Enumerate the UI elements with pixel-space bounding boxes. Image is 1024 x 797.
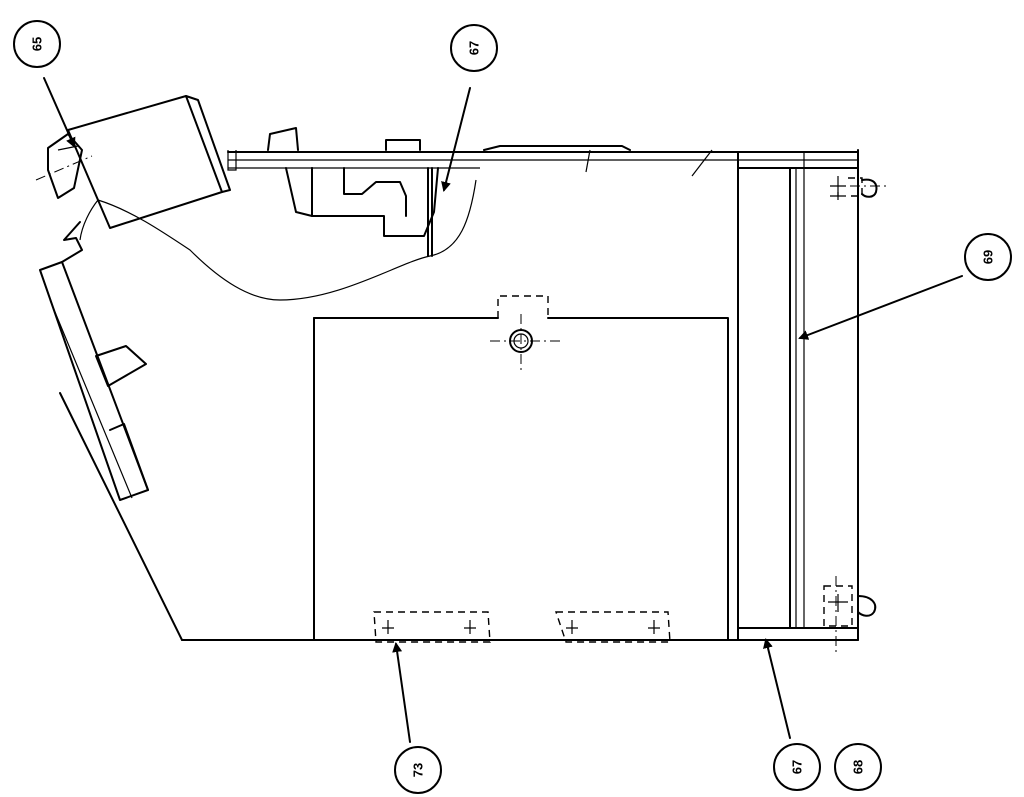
- front-panel: [39, 221, 149, 501]
- leader-73: [392, 642, 411, 743]
- leader-67-bottom: [763, 638, 791, 739]
- callout-67-bottom: 67: [773, 743, 821, 791]
- callout-73-label: 73: [411, 763, 426, 777]
- bottom-hinges: [373, 611, 671, 643]
- side-channel: [737, 151, 890, 652]
- leader-69: [798, 275, 963, 340]
- callout-73: 73: [394, 746, 442, 794]
- callout-65-label: 65: [30, 37, 45, 51]
- housing-outline: [59, 149, 859, 641]
- callout-67-bottom-label: 67: [790, 760, 805, 774]
- callout-68: 68: [834, 743, 882, 791]
- callout-69-label: 69: [981, 250, 996, 264]
- callout-69: 69: [964, 233, 1012, 281]
- callout-68-label: 68: [851, 760, 866, 774]
- leader-arrows: [43, 77, 963, 743]
- rail-hardware: [227, 127, 713, 257]
- callout-65: 65: [13, 20, 61, 68]
- door-panel: [313, 295, 729, 641]
- leader-65: [43, 77, 76, 148]
- callout-67-top-label: 67: [467, 41, 482, 55]
- motor-assembly: [35, 95, 477, 301]
- leader-67-top: [441, 87, 471, 192]
- callout-67-top: 67: [450, 24, 498, 72]
